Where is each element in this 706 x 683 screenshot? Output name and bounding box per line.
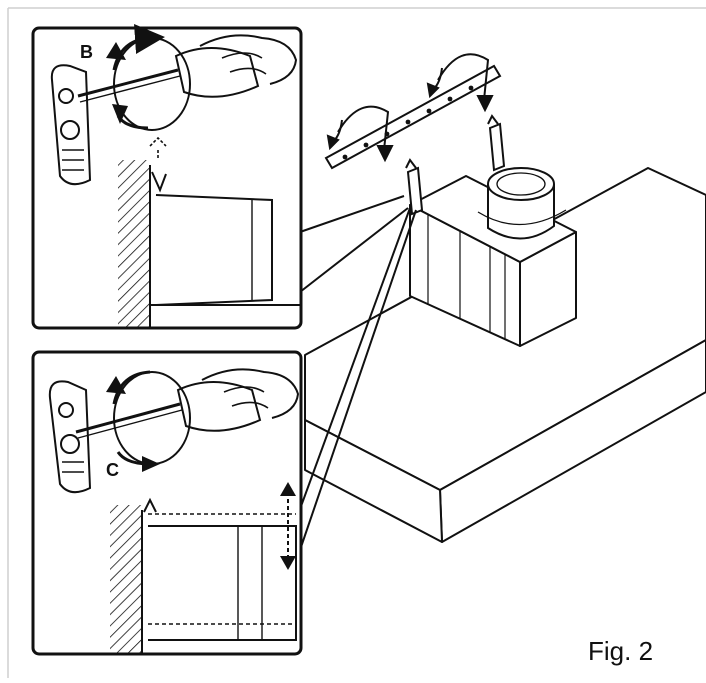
mounting-rail xyxy=(324,64,502,170)
mounting-bracket-left xyxy=(405,158,424,216)
leader-lines xyxy=(295,195,417,551)
rail-rotate-arrow-left-icon xyxy=(326,105,394,163)
callout-b-label: B xyxy=(80,42,93,62)
duct-collar xyxy=(477,167,567,240)
detail-panel-top xyxy=(31,24,303,330)
figure-caption: Fig. 2 xyxy=(588,636,653,666)
page-frame xyxy=(7,7,706,678)
callout-c-label: C xyxy=(106,460,119,480)
mounting-bracket-right xyxy=(487,114,506,172)
height-adjust-arrows-icon xyxy=(280,482,296,570)
rail-rotate-arrow-right-icon xyxy=(426,53,494,113)
detail-panel-bottom xyxy=(31,350,303,656)
